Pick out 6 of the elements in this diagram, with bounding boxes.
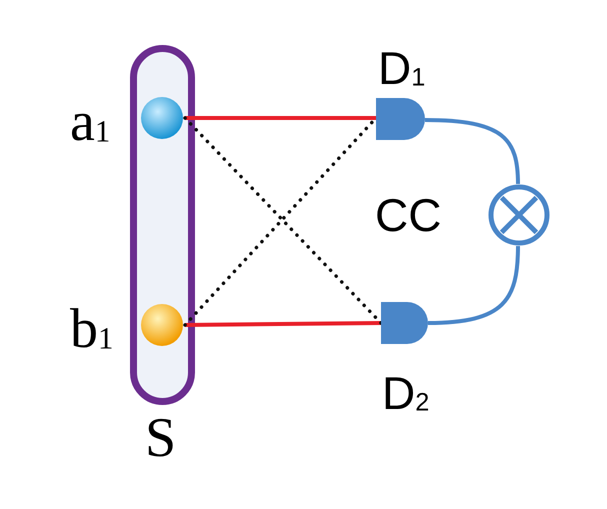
cable (428, 246, 520, 325)
connecting-line (184, 321, 382, 327)
connecting-line (185, 116, 376, 120)
coincidence-label: CC (375, 192, 442, 238)
source-label: S (145, 410, 176, 466)
cable (424, 118, 520, 184)
